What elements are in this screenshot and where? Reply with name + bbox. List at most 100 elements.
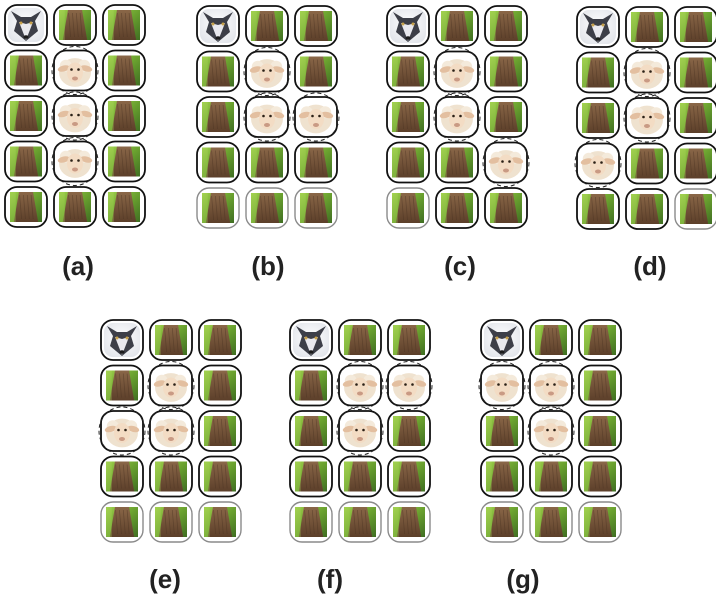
panel-label: (b) [251, 251, 284, 281]
grass-tile [577, 189, 619, 229]
grass-tile [290, 457, 332, 497]
wolf-tile [387, 6, 429, 46]
panel-label: (c) [444, 251, 476, 281]
sheep-tile [339, 366, 381, 406]
grass-tile [199, 502, 241, 542]
panel-2: (b) [197, 6, 339, 281]
sheep-tile [530, 411, 572, 451]
grass-tile [675, 144, 716, 184]
grass-tile [103, 96, 145, 136]
sheep-tile [436, 52, 478, 92]
grass-tile [339, 502, 381, 542]
grass-tile [150, 502, 192, 542]
grass-tile [199, 457, 241, 497]
grass-tile [675, 189, 716, 229]
panel-label: (g) [506, 564, 539, 594]
grass-tile [5, 96, 47, 136]
sheep-tile [101, 411, 143, 451]
grass-tile [388, 502, 430, 542]
sheep-tile [577, 144, 619, 184]
grass-tile [436, 188, 478, 228]
grass-tile [577, 53, 619, 93]
wolf-tile [290, 320, 332, 360]
sheep-tile [626, 53, 668, 93]
grass-tile [675, 98, 716, 138]
panel-4: (d) [575, 7, 716, 281]
grass-tile [388, 411, 430, 451]
sheep-tile [530, 366, 572, 406]
grass-tile [246, 188, 288, 228]
sheep-tile [388, 366, 430, 406]
grass-tile [530, 502, 572, 542]
grass-tile [5, 187, 47, 227]
panel-label: (a) [62, 251, 94, 281]
sheep-tile [54, 142, 96, 182]
grass-tile [387, 143, 429, 183]
grass-tile [5, 51, 47, 91]
grass-tile [101, 502, 143, 542]
wolf-tile [5, 5, 47, 45]
grass-tile [485, 52, 527, 92]
grass-tile [485, 6, 527, 46]
panel-3: (c) [387, 6, 529, 281]
grass-tile [295, 6, 337, 46]
grass-tile [579, 411, 621, 451]
grass-tile [481, 411, 523, 451]
grass-tile [485, 188, 527, 228]
grass-tile [626, 189, 668, 229]
grass-tile [197, 52, 239, 92]
grass-tile [675, 53, 716, 93]
grass-tile [387, 97, 429, 137]
grass-tile [5, 142, 47, 182]
grass-tile [290, 411, 332, 451]
sheep-tile [150, 366, 192, 406]
grass-tile [295, 143, 337, 183]
grass-tile [626, 144, 668, 184]
panel-7: (g) [479, 320, 621, 594]
panel-label: (f) [317, 564, 343, 594]
sheep-tile [246, 52, 288, 92]
grass-tile [197, 97, 239, 137]
grass-tile [199, 320, 241, 360]
grass-tile [101, 457, 143, 497]
grass-tile [387, 52, 429, 92]
grass-tile [150, 457, 192, 497]
grass-tile [54, 187, 96, 227]
grass-tile [675, 7, 716, 47]
grass-tile [626, 7, 668, 47]
grass-tile [577, 98, 619, 138]
panel-label: (e) [149, 564, 181, 594]
wolf-tile [101, 320, 143, 360]
grass-tile [339, 457, 381, 497]
grass-tile [579, 320, 621, 360]
grass-tile [103, 142, 145, 182]
grass-tile [246, 143, 288, 183]
grass-tile [387, 188, 429, 228]
grass-tile [481, 457, 523, 497]
panel-1: (a) [5, 5, 145, 281]
grass-tile [295, 52, 337, 92]
grass-tile [530, 457, 572, 497]
sheep-tile [246, 97, 288, 137]
grass-tile [197, 143, 239, 183]
wolf-tile [197, 6, 239, 46]
panel-6: (f) [290, 320, 432, 594]
grass-tile [579, 502, 621, 542]
grass-tile [290, 502, 332, 542]
sheep-tile [150, 411, 192, 451]
grass-tile [485, 97, 527, 137]
grass-tile [103, 51, 145, 91]
panel-5: (e) [99, 320, 241, 594]
wolf-tile [481, 320, 523, 360]
grass-tile [579, 366, 621, 406]
grass-tile [481, 502, 523, 542]
grass-tile [579, 457, 621, 497]
sheep-tile [54, 51, 96, 91]
grass-tile [101, 366, 143, 406]
sheep-tile [481, 366, 523, 406]
sheep-tile [626, 98, 668, 138]
grass-tile [246, 6, 288, 46]
grass-tile [388, 320, 430, 360]
sheep-tile [339, 411, 381, 451]
